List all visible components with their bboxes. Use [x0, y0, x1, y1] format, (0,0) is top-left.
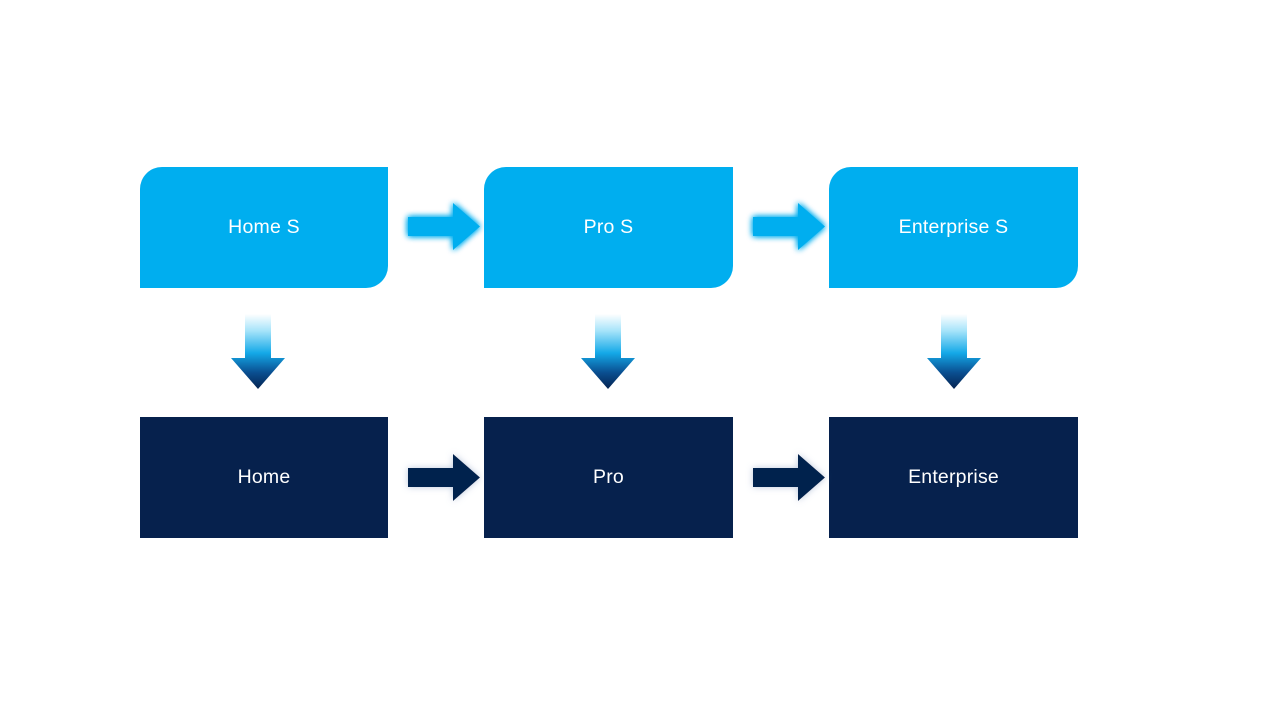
node-enterprise-label: Enterprise: [908, 465, 999, 488]
connector-enterprise-s-to-enterprise: [924, 312, 984, 392]
connector-pro-s-to-enterprise-s: [751, 200, 827, 253]
node-home-label: Home: [237, 465, 291, 488]
arrow-down-icon: [581, 314, 635, 389]
node-home-s[interactable]: Home S: [140, 167, 388, 288]
arrow-down-icon: [927, 314, 981, 389]
arrow-right-icon: [753, 454, 825, 501]
connector-home-s-to-home: [228, 312, 288, 392]
node-pro-label: Pro: [593, 465, 624, 488]
node-home-s-label: Home S: [228, 215, 300, 238]
arrow-right-icon: [408, 454, 480, 501]
node-pro-s-label: Pro S: [583, 215, 634, 238]
arrow-right-icon: [408, 203, 480, 250]
connector-pro-s-to-pro: [578, 312, 638, 392]
node-enterprise-s[interactable]: Enterprise S: [829, 167, 1078, 288]
node-enterprise-s-label: Enterprise S: [898, 215, 1009, 238]
node-pro-s[interactable]: Pro S: [484, 167, 733, 288]
arrow-right-icon: [753, 203, 825, 250]
connector-home-to-pro: [406, 451, 482, 504]
connector-home-s-to-pro-s: [406, 200, 482, 253]
arrow-down-icon: [231, 314, 285, 389]
connector-pro-to-enterprise: [751, 451, 827, 504]
node-home[interactable]: Home: [140, 417, 388, 538]
node-enterprise[interactable]: Enterprise: [829, 417, 1078, 538]
node-pro[interactable]: Pro: [484, 417, 733, 538]
